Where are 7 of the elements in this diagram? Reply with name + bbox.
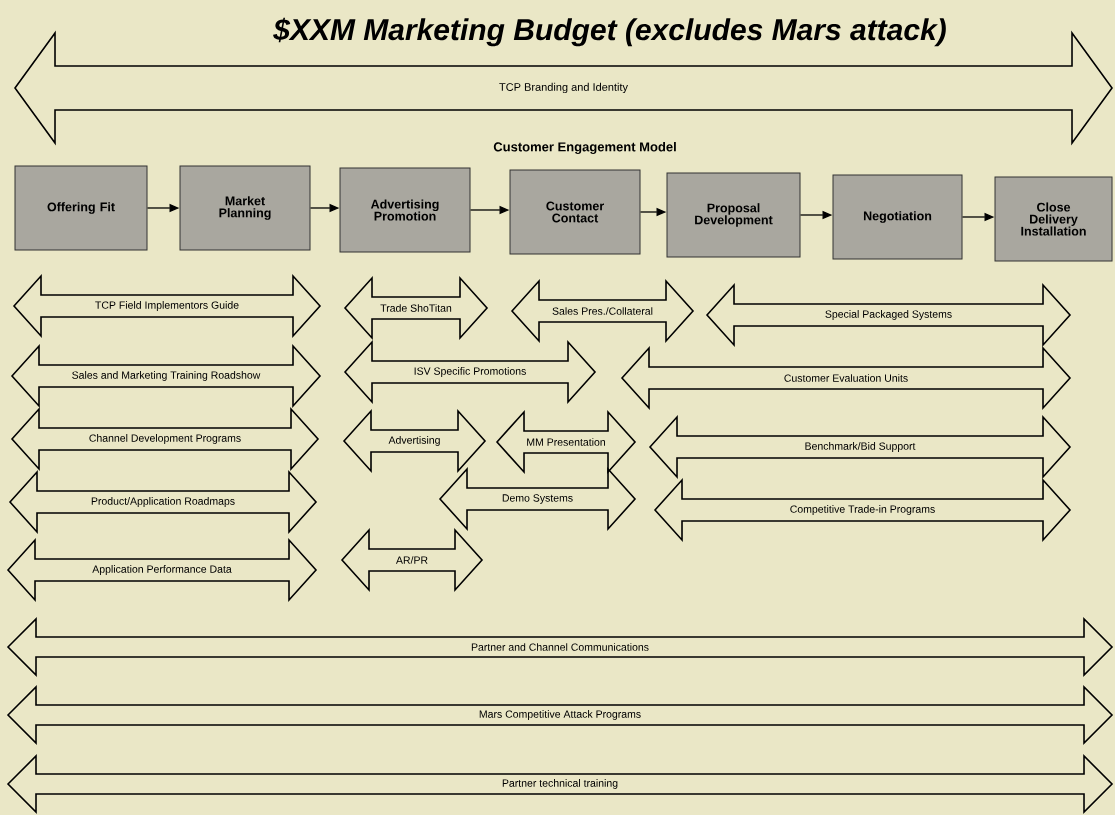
process-box: Proposal Development xyxy=(666,172,801,258)
process-box: Advertising Promotion xyxy=(339,167,471,253)
process-box: Customer Contact xyxy=(509,169,641,255)
process-box: Close Delivery Installation xyxy=(994,176,1113,262)
process-box: Market Planning xyxy=(179,165,311,251)
process-box: Negotiation xyxy=(832,174,963,260)
process-box: Offering Fit xyxy=(14,165,148,251)
